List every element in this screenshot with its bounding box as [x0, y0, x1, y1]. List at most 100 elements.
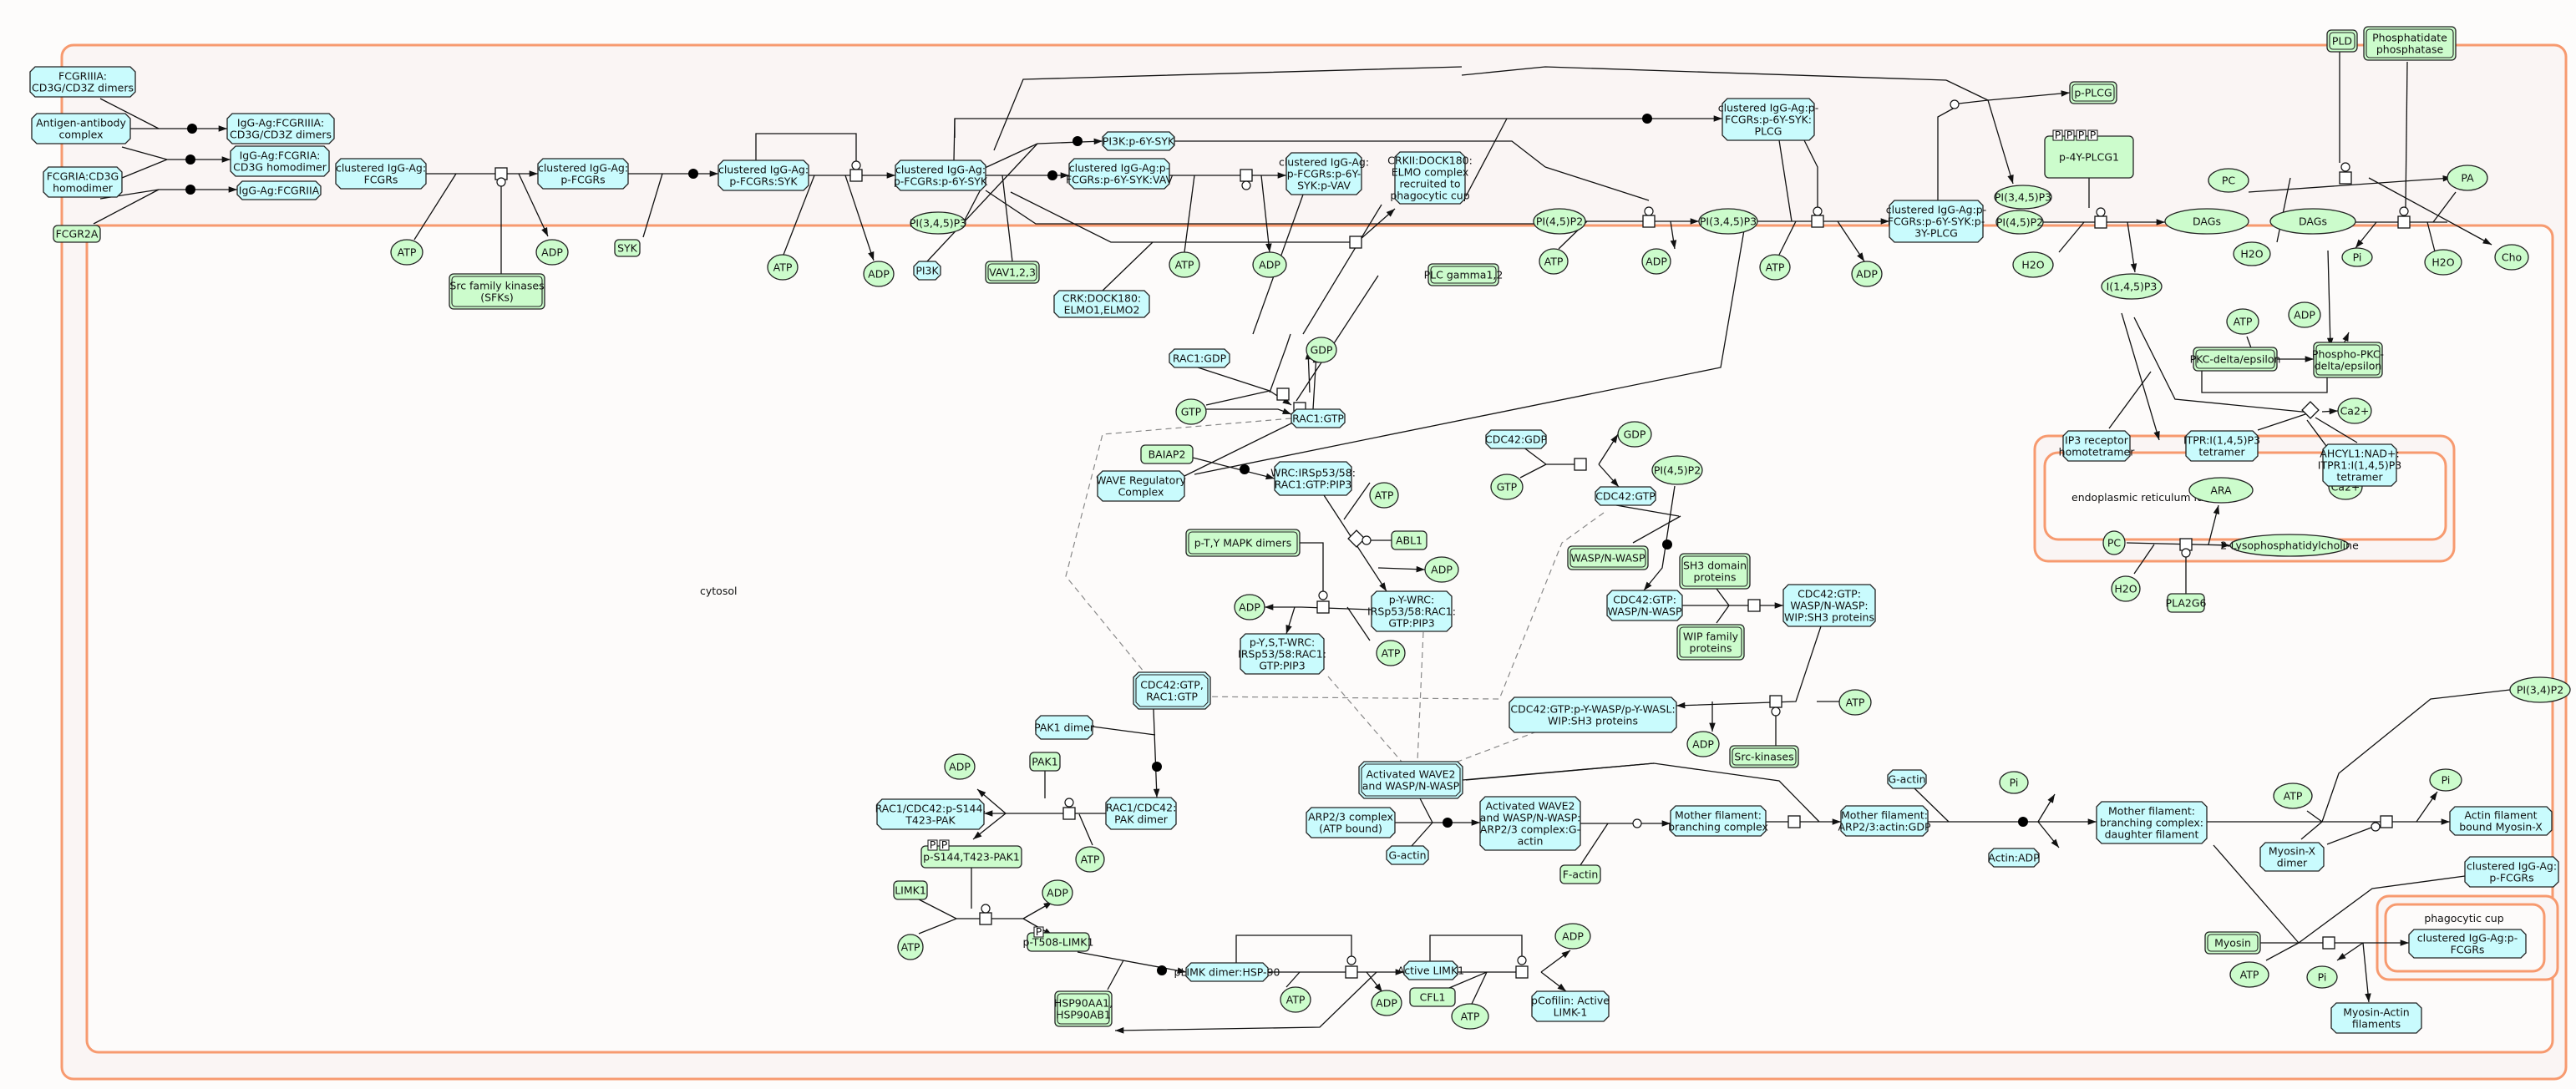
node-pi-a[interactable]: Pi [2341, 247, 2373, 267]
node-atp-3[interactable]: ATP [1169, 251, 1200, 278]
node-cl-pfcgrs2[interactable]: clustered IgG-Ag:p-FCGRs [2464, 856, 2559, 888]
node-actinadp[interactable]: Actin:ADP [1988, 848, 2040, 868]
node-syk[interactable]: SYK [614, 239, 641, 257]
node-cdc42wasp[interactable]: CDC42:GTP:WASP/N-WASP [1606, 590, 1683, 621]
node-cdc42pywasp[interactable]: CDC42:GTP:p-Y-WASP/p-Y-WASL:WIP:SH3 prot… [1509, 696, 1677, 733]
node-cdc42gtp[interactable]: CDC42:GTP [1595, 486, 1656, 506]
node-pkc[interactable]: PKC-delta/epsilon [2190, 347, 2281, 372]
node-rac1gtp[interactable]: RAC1:GTP [1291, 408, 1346, 428]
node-plimk1[interactable]: Pp-T508-LIMK1 [1023, 925, 1094, 952]
node-ca-a[interactable]: Ca2+ [2337, 398, 2372, 424]
node-activelimk[interactable]: Active LIMK1 [1397, 960, 1464, 980]
node-dags-b[interactable]: DAGs [2269, 208, 2356, 235]
node-cl-plcg[interactable]: clustered IgG-Ag:p-FCGRs:p-6Y-SYK:PLCG [1718, 98, 1819, 141]
node-gtp-a[interactable]: GTP [1175, 398, 1207, 425]
node-atp-w[interactable]: ATP [1369, 482, 1399, 509]
node-pystwrc[interactable]: p-Y,S,T-WRC:IRSp53/58:RAC1:GTP:PIP3 [1238, 633, 1326, 675]
node-pip2-b[interactable]: PI(4,5)P2 [1995, 210, 2044, 235]
node-ppkc[interactable]: Phospho-PKC-delta/epsilon [2312, 342, 2384, 378]
node-mfbranch[interactable]: Mother filament:branching complex [1668, 805, 1768, 837]
node-pywrc[interactable]: p-Y-WRC:IRSp53/58:RAC1:GTP:PIP3 [1367, 590, 1456, 632]
node-ip3[interactable]: I(1,4,5)P3 [2101, 273, 2163, 300]
node-pak1dimer[interactable]: PAK1 dimer [1034, 715, 1095, 740]
node-pi-b[interactable]: Pi [1999, 771, 2029, 794]
node-pc-b[interactable]: PC [2102, 530, 2126, 555]
node-cdc42gdp[interactable]: CDC42:GDP [1485, 429, 1548, 449]
node-atp-s[interactable]: ATP [1838, 689, 1872, 716]
node-pakdimer[interactable]: RAC1/CDC42:PAK dimer [1105, 797, 1177, 830]
node-gactin-a[interactable]: G-actin [1386, 845, 1429, 865]
node-cl-p3yplcg[interactable]: clustered IgG-Ag:p-FCGRs:p-6Y-SYK:p-3Y-P… [1886, 200, 1987, 243]
node-cdc42rac1[interactable]: CDC42:GTP,RAC1:GTP [1133, 671, 1211, 710]
node-atp-x[interactable]: ATP [2273, 783, 2313, 809]
node-cl-vav[interactable]: clustered IgG-Ag:p-FCGRs:p-6Y-SYK:VAV [1066, 158, 1174, 190]
node-atp-y[interactable]: ATP [2229, 961, 2269, 988]
node-dags-a[interactable]: DAGs [2164, 208, 2249, 235]
node-arp23[interactable]: ARP2/3 complex(ATP bound) [1306, 807, 1396, 838]
node-pip2-c[interactable]: PI(4,5)P2 [1651, 455, 1703, 485]
node-fcgr3a[interactable]: FCGRIIIA:CD3G/CD3Z dimers [29, 66, 136, 98]
node-baiap2[interactable]: BAIAP2 [1140, 444, 1194, 464]
node-gdp-a[interactable]: GDP [1306, 337, 1337, 363]
node-cl-pfcgrs-syk[interactable]: clustered IgG-Ag:p-FCGRs:SYK [718, 160, 809, 191]
node-atp-pkc[interactable]: ATP [2226, 308, 2259, 335]
node-mfarp[interactable]: Mother filament:ARP2/3:actin:GDP [1838, 805, 1931, 837]
node-fcgr2a[interactable]: FCGR2A [53, 225, 101, 243]
node-pa[interactable]: PA [2447, 165, 2488, 191]
node-atp-l[interactable]: ATP [897, 934, 924, 960]
node-atp-2[interactable]: ATP [767, 254, 799, 281]
node-igg-fcgr1a[interactable]: IgG-Ag:FCGRIA:CD3G homodimer [230, 145, 330, 177]
node-wrc-pip3[interactable]: WRC:IRSp53/58:RAC1:GTP:PIP3 [1270, 461, 1356, 496]
node-pip3-b[interactable]: PI(3,4,5)P3 [1698, 208, 1758, 235]
node-cl-pfcgrs[interactable]: clustered IgG-Ag:p-FCGRs [537, 158, 629, 190]
node-h2o-d[interactable]: H2O [2111, 575, 2141, 602]
node-gdp-b[interactable]: GDP [1617, 421, 1652, 448]
node-abl1[interactable]: ABL1 [1391, 530, 1427, 550]
node-h2o-b[interactable]: H2O [2424, 249, 2462, 276]
node-cl-p6ysyk[interactable]: clustered IgG-Ag:p-FCGRs:p-6Y-SYK [894, 160, 988, 191]
node-atp-1[interactable]: ATP [390, 239, 423, 266]
node-atp-c[interactable]: ATP [1451, 1003, 1489, 1030]
node-pi3k-syk[interactable]: PI3K:p-6Y-SYK [1102, 131, 1175, 151]
node-adp-1[interactable]: ADP [535, 239, 569, 266]
node-plcg12[interactable]: PLC gamma1,2 [1424, 263, 1504, 286]
node-pplcg[interactable]: p-PLCG [2069, 81, 2117, 104]
node-atp-5[interactable]: ATP [1759, 254, 1791, 281]
node-cl-pvav[interactable]: clustered IgG-Ag:p-FCGRs:p-6Y-SYK:p-VAV [1279, 152, 1369, 195]
node-wasp[interactable]: WASP/N-WASP [1567, 545, 1649, 570]
node-src[interactable]: Src family kinases(SFKs) [449, 273, 545, 310]
node-pi3k[interactable]: PI3K [913, 261, 941, 281]
node-h2o-a[interactable]: H2O [2233, 241, 2271, 266]
node-pla2g6[interactable]: PLA2G6 [2166, 593, 2207, 613]
node-cdc42wip[interactable]: CDC42:GTP:WASP/N-WASP:WIP:SH3 proteins [1782, 584, 1876, 627]
node-pld[interactable]: PLD [2326, 29, 2358, 53]
node-lysopc[interactable]: 2-Lysophosphatidylcholine [2220, 534, 2359, 557]
node-adp-p[interactable]: ADP [944, 753, 976, 780]
node-cfl1[interactable]: CFL1 [1409, 987, 1456, 1007]
node-cl-cup[interactable]: clustered IgG-Ag:p-FCGRs [2408, 929, 2527, 959]
node-gtp-b[interactable]: GTP [1490, 474, 1524, 500]
node-pi-d[interactable]: Pi [2306, 965, 2338, 989]
node-atp-m[interactable]: ATP [1376, 640, 1406, 666]
node-igg-fcgr3a[interactable]: IgG-Ag:FCGRIIIA:CD3G/CD3Z dimers [226, 113, 335, 144]
node-pip2-a[interactable]: PI(4,5)P2 [1533, 208, 1586, 235]
node-gactin-b[interactable]: G-actin [1887, 769, 1927, 789]
node-pip3-a[interactable]: PI(3,4,5)P3 [910, 211, 966, 235]
node-adp-l[interactable]: ADP [1042, 879, 1073, 906]
node-pip3-c[interactable]: PI(3,4,5)P3 [1994, 185, 2052, 210]
node-crk[interactable]: CRK:DOCK180:ELMO1,ELMO2 [1053, 290, 1150, 318]
